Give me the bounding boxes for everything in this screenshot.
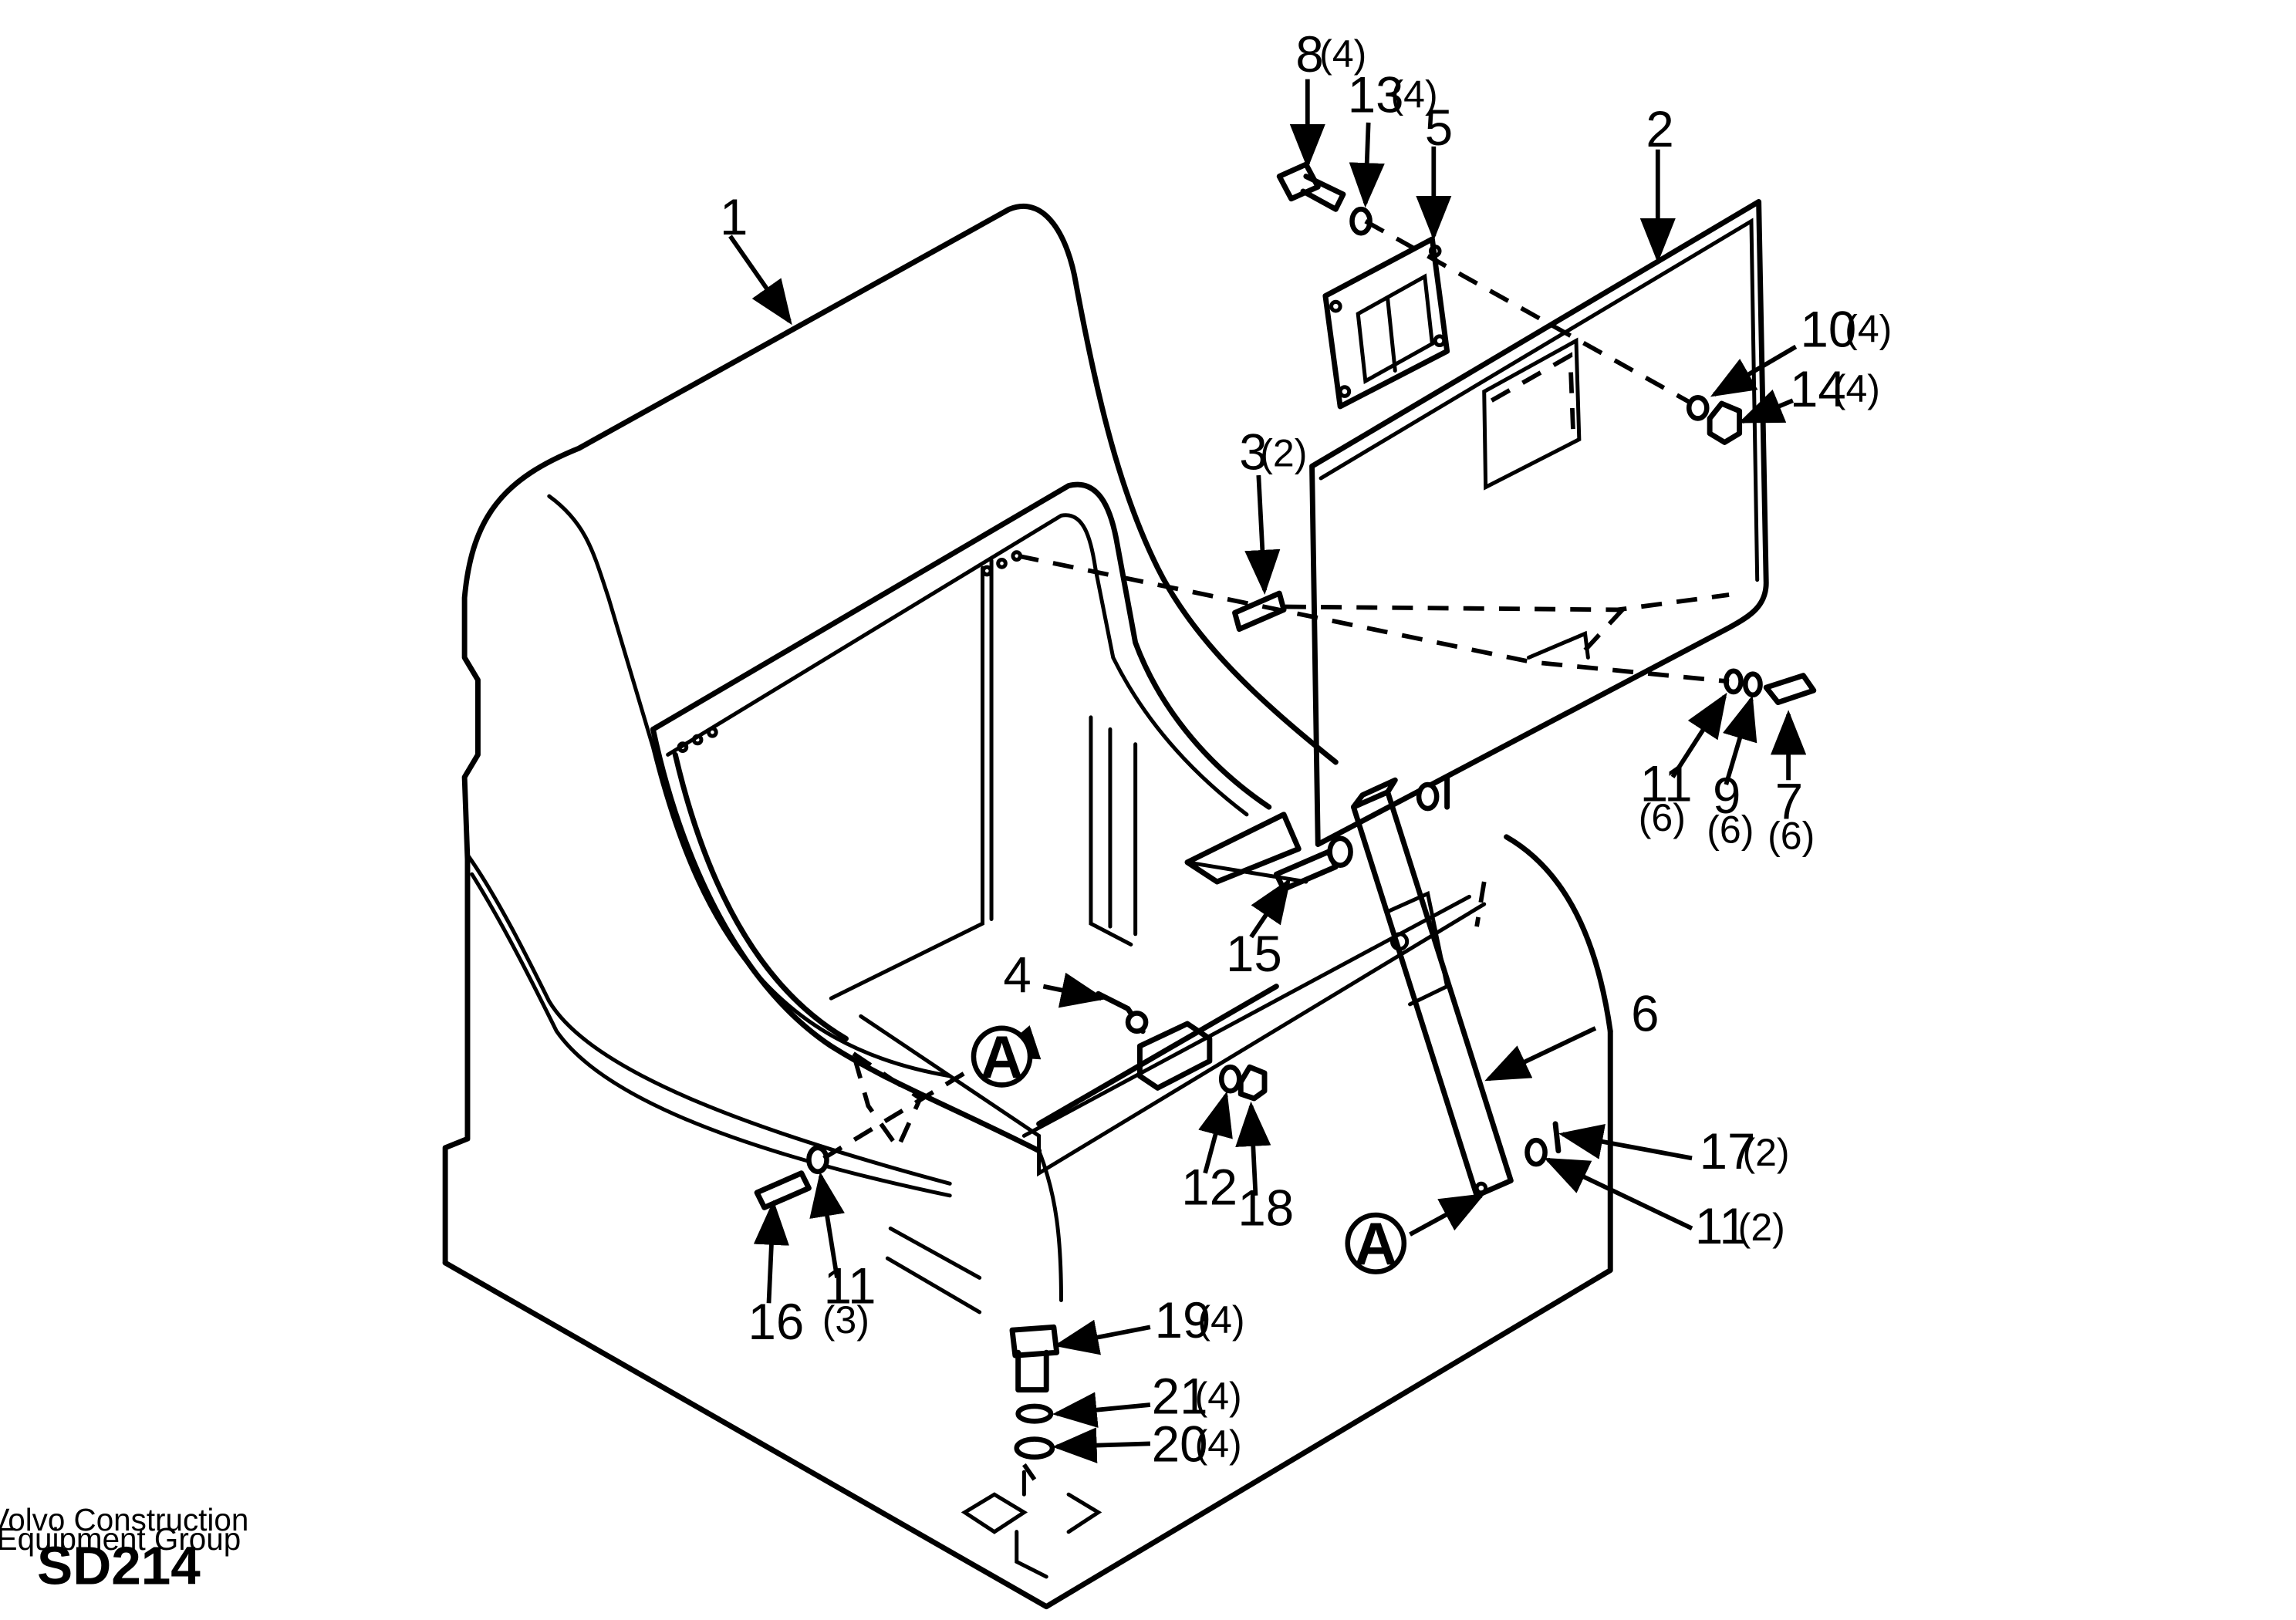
callout-19-qty: (4) bbox=[1197, 1298, 1244, 1342]
callout-14-label: 14 bbox=[1790, 361, 1846, 417]
callout-11b-qty: (3) bbox=[822, 1298, 869, 1342]
callout-9-label: 9 bbox=[1713, 768, 1741, 824]
callout-8-label: 8 bbox=[1295, 26, 1323, 83]
svg-text:A: A bbox=[981, 1024, 1024, 1091]
assembly-lines bbox=[822, 219, 1730, 1481]
callout-17-qty: (2) bbox=[1742, 1131, 1789, 1174]
callout-13-qty: (4) bbox=[1391, 73, 1438, 116]
pin-bracket bbox=[1096, 991, 1213, 1091]
leader-arrows bbox=[728, 79, 1807, 1463]
callout-15-label: 15 bbox=[1226, 926, 1282, 982]
callout-labels: 1 2 3 (2) 4 5 6 7 (6) 8 (4) 9 (6) 10 (4)… bbox=[720, 26, 1892, 1473]
handle bbox=[1322, 236, 1450, 410]
callout-6-label: 6 bbox=[1631, 986, 1659, 1042]
callout-20-qty: (4) bbox=[1195, 1423, 1242, 1466]
callout-7-qty: (6) bbox=[1768, 814, 1815, 857]
company-name-line1: Volvo Construction bbox=[0, 1502, 248, 1537]
hinge-brackets bbox=[1184, 590, 1590, 885]
stay-rod bbox=[1350, 777, 1514, 1199]
callout-17-label: 17 bbox=[1700, 1123, 1756, 1180]
callout-7-label: 7 bbox=[1775, 773, 1803, 829]
callout-11b-label: 11 bbox=[824, 1257, 876, 1314]
footer: Volvo Construction Equipment Group SD214 bbox=[0, 1502, 248, 1596]
detail-marker-a-1: A bbox=[971, 1024, 1033, 1091]
drawing-code: SD214 bbox=[37, 1535, 201, 1595]
callout-11c-label: 11 bbox=[1695, 1198, 1747, 1254]
callout-14-qty: (4) bbox=[1833, 367, 1880, 410]
frame-holes bbox=[677, 550, 1023, 753]
callout-4-label: 4 bbox=[1003, 947, 1031, 1003]
callout-3-label: 3 bbox=[1239, 424, 1267, 480]
callout-19-label: 19 bbox=[1155, 1292, 1211, 1348]
callout-21-label: 21 bbox=[1152, 1368, 1208, 1424]
callout-11a-label: 11 bbox=[1640, 755, 1693, 812]
detail-marker-a-2: A bbox=[1345, 1211, 1407, 1277]
hardware bbox=[754, 161, 1817, 1460]
callout-2-label: 2 bbox=[1646, 101, 1673, 157]
callout-11a-qty: (6) bbox=[1639, 796, 1686, 839]
callout-10-label: 10 bbox=[1800, 301, 1856, 357]
callout-9-qty: (6) bbox=[1707, 808, 1754, 851]
callout-8-qty: (4) bbox=[1319, 32, 1366, 76]
callout-10-qty: (4) bbox=[1845, 307, 1892, 350]
callout-5-label: 5 bbox=[1425, 100, 1453, 156]
callout-13-label: 13 bbox=[1348, 66, 1404, 123]
callout-1-label: 1 bbox=[720, 189, 748, 245]
company-name-line2: Equipment Group bbox=[0, 1521, 241, 1557]
callout-16-label: 16 bbox=[748, 1294, 805, 1350]
callout-21-qty: (4) bbox=[1195, 1375, 1242, 1418]
seat-base-cover bbox=[442, 203, 1613, 1610]
callout-12-label: 12 bbox=[1181, 1159, 1237, 1215]
callout-18-label: 18 bbox=[1237, 1180, 1294, 1236]
callout-11c-qty: (2) bbox=[1738, 1206, 1785, 1249]
callout-3-qty: (2) bbox=[1260, 431, 1307, 474]
callout-20-label: 20 bbox=[1152, 1416, 1208, 1472]
svg-text:A: A bbox=[1355, 1211, 1398, 1277]
lid-panel bbox=[1309, 199, 1769, 848]
